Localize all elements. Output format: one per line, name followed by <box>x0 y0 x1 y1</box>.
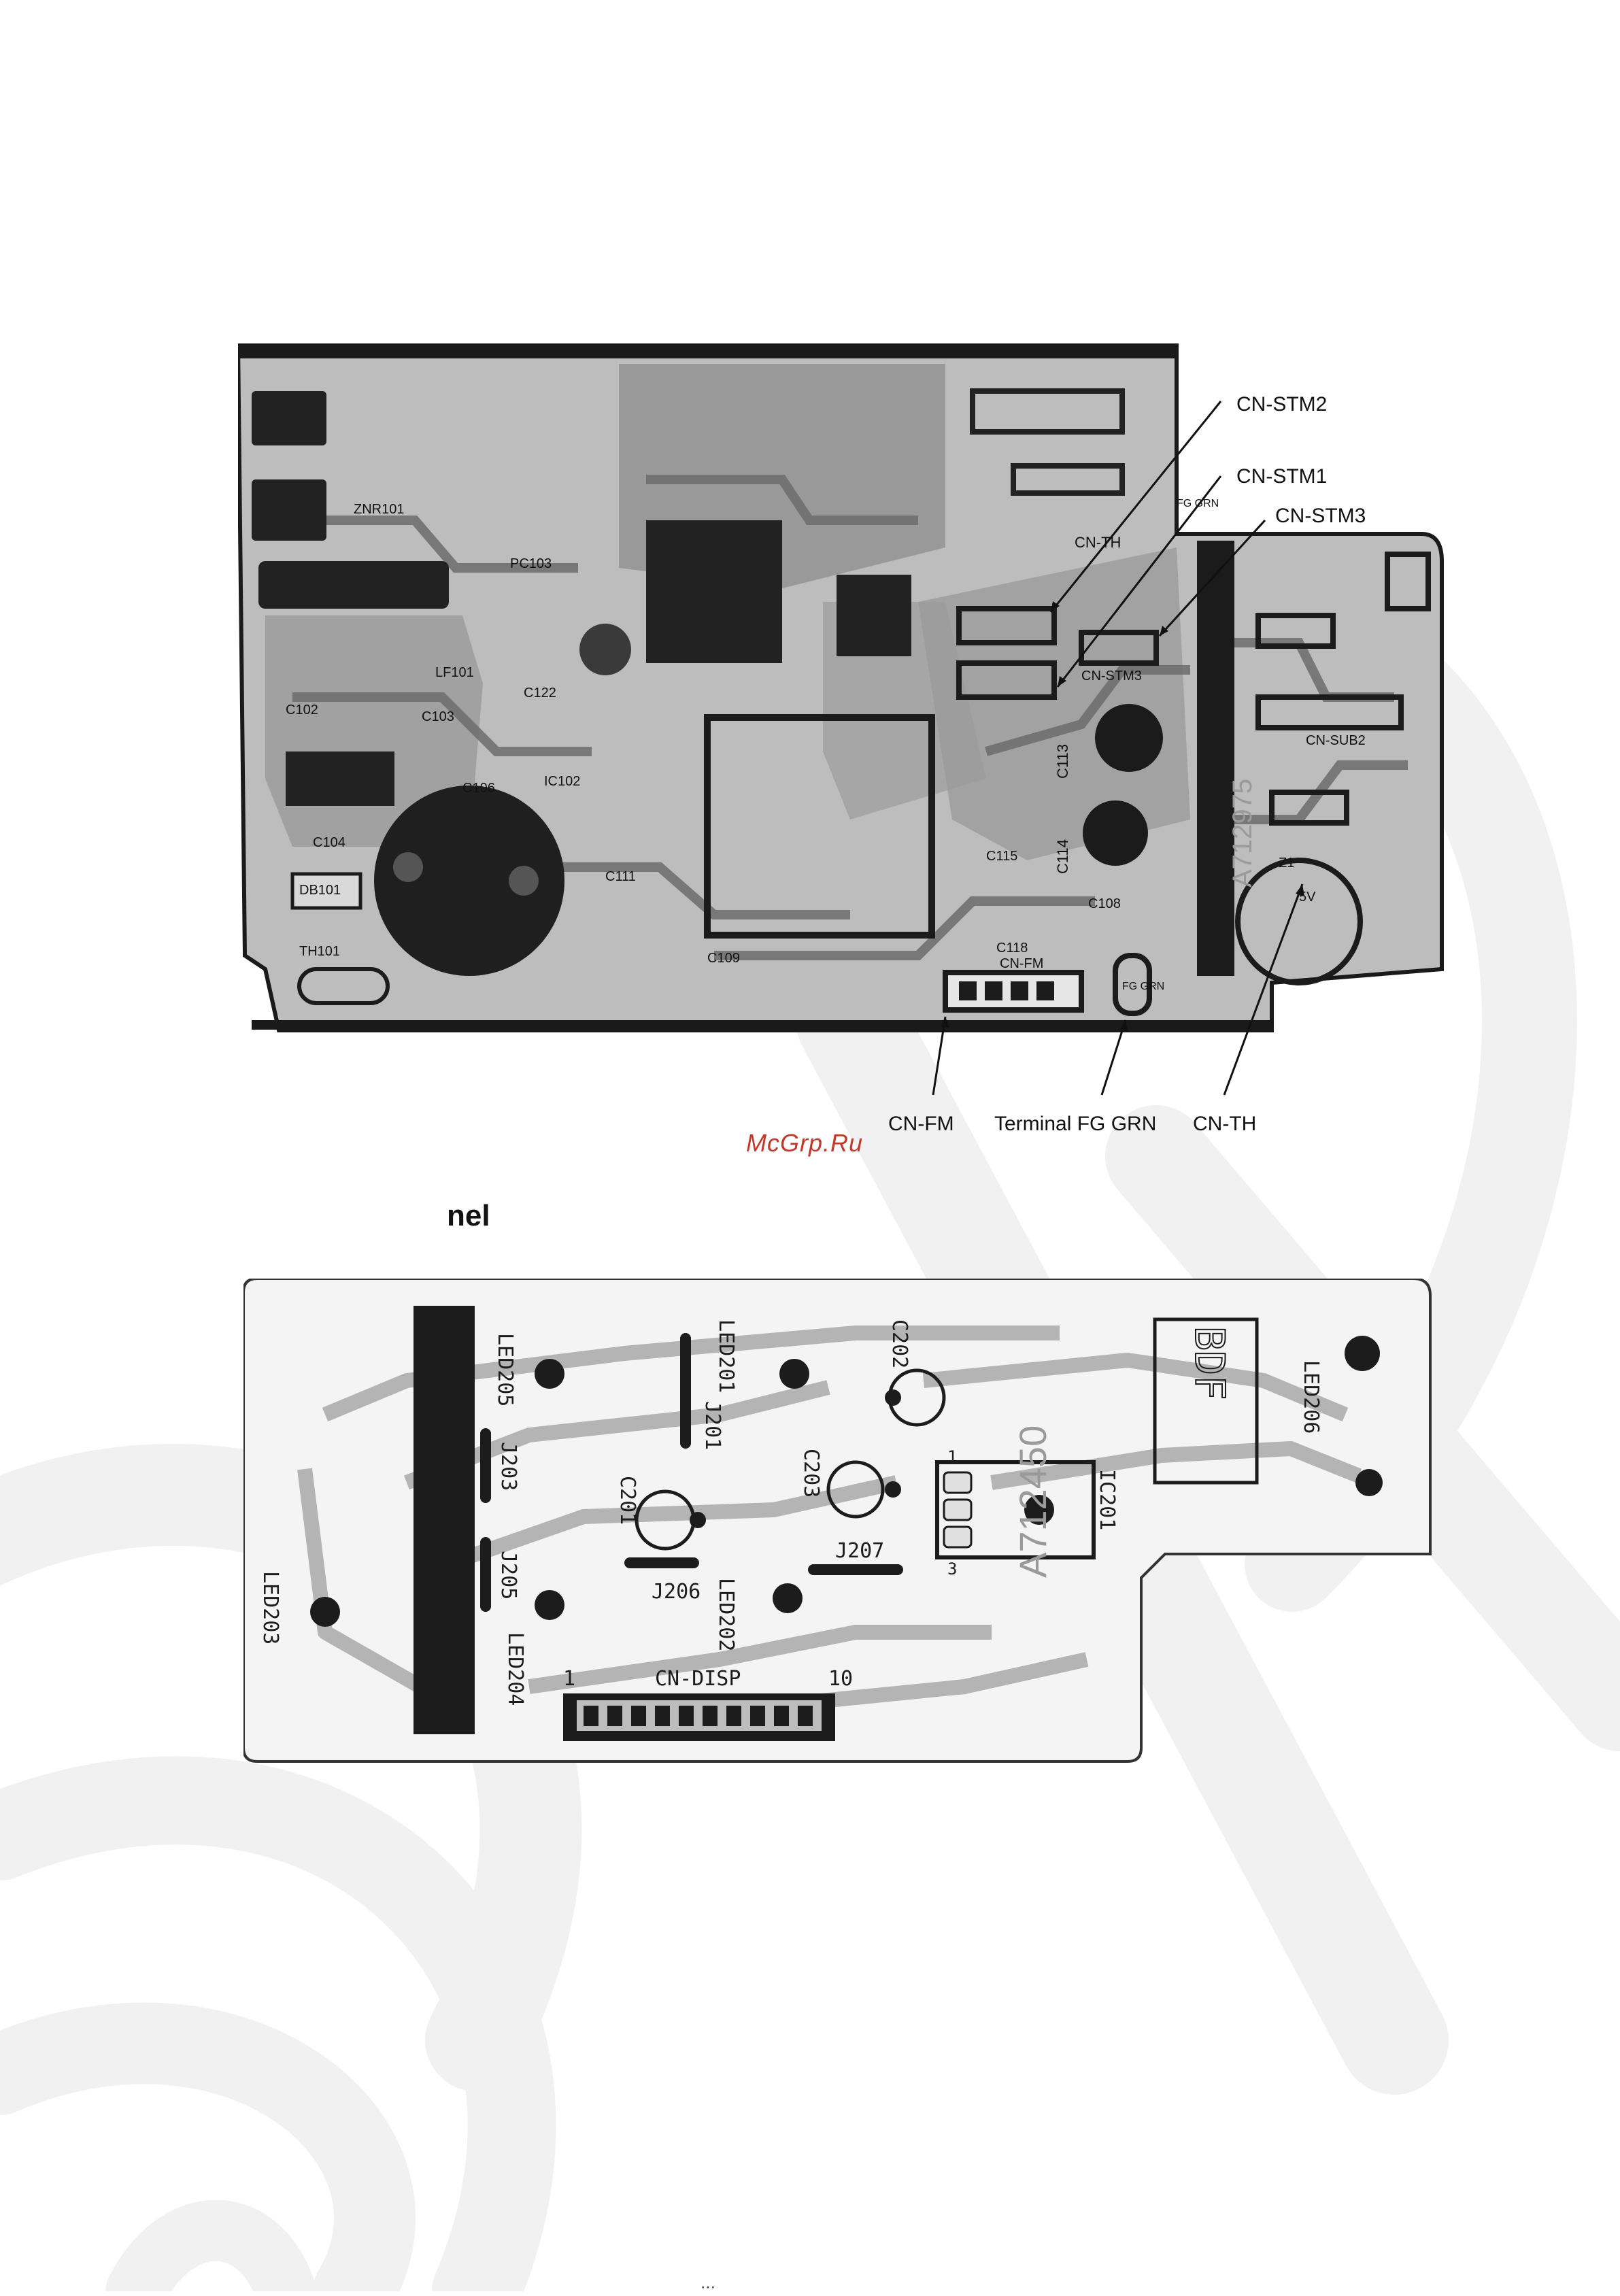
silk-j201: J201 <box>701 1401 724 1450</box>
silk-pin1: 1 <box>563 1667 575 1691</box>
silk-led201: LED201 <box>714 1319 738 1393</box>
silk-led203: LED203 <box>258 1571 282 1644</box>
transformer-outline <box>704 714 935 939</box>
silk-c202: C202 <box>888 1319 911 1368</box>
silk-c203: C203 <box>799 1449 823 1498</box>
silk-c114: C114 <box>1054 839 1071 874</box>
silk-db101: DB101 <box>299 883 341 898</box>
display-part-number: A712450 <box>1011 1425 1054 1578</box>
display-dark-bar <box>414 1306 475 1734</box>
silk-cn-sub2: CN-SUB2 <box>1306 733 1366 748</box>
silk-ic-pin1: 1 <box>947 1447 957 1466</box>
callout-terminal-fg-grn: Terminal FG GRN <box>994 1113 1157 1135</box>
silk-pin10: 10 <box>828 1667 853 1691</box>
watermark-text: McGrp.Ru <box>746 1129 864 1157</box>
silk-cn-stm3: CN-STM3 <box>1081 669 1142 683</box>
silk-cn-disp: CN-DISP <box>655 1667 741 1691</box>
silk-j205: J205 <box>496 1551 520 1600</box>
pcb-bottom-edge <box>252 1020 1272 1030</box>
silk-cn-fm: CN-FM <box>1000 956 1043 971</box>
silk-c106: C106 <box>462 781 495 796</box>
callout-cn-stm3: CN-STM3 <box>1275 505 1366 527</box>
section-heading: nel <box>447 1199 490 1232</box>
pcb-top-edge <box>238 343 1177 358</box>
silk-fg-grn-2: FG GRN <box>1177 498 1219 509</box>
silk-led202: LED202 <box>714 1578 738 1651</box>
silk-j206: J206 <box>652 1580 701 1604</box>
fg-grn-terminal <box>1113 953 1152 1016</box>
callout-cn-th: CN-TH <box>1193 1113 1257 1135</box>
silk-znr101: ZNR101 <box>354 502 404 517</box>
main-pcb-diagram: DB101 TH101 C102 C103 C104 C106 ZNR101 P… <box>238 343 1444 1032</box>
silk-c102: C102 <box>286 703 318 718</box>
silk-c103: C103 <box>422 709 454 724</box>
silk-ic102: IC102 <box>544 774 580 789</box>
silk-c109: C109 <box>707 951 740 966</box>
display-pcb-outline <box>243 1279 1432 1763</box>
silk-c104: C104 <box>313 835 345 850</box>
silk-ic201: IC201 <box>1095 1469 1119 1530</box>
silk-led206: LED206 <box>1299 1360 1323 1434</box>
silk-c113: C113 <box>1054 744 1071 779</box>
silk-led205: LED205 <box>493 1333 517 1406</box>
ic201-outline <box>935 1460 1096 1559</box>
silk-c108: C108 <box>1088 896 1121 911</box>
silk-bdf: BDF <box>1185 1326 1233 1400</box>
silk-c115: C115 <box>986 849 1017 864</box>
footer-mark: ⋯ <box>701 2278 715 2295</box>
silk-j203: J203 <box>496 1442 520 1491</box>
silk-led204: LED204 <box>503 1632 527 1706</box>
silk-c118: C118 <box>996 941 1028 956</box>
main-part-number: A712975 <box>1228 779 1258 888</box>
silk-pc103: PC103 <box>510 556 552 571</box>
main-capacitor <box>374 786 564 976</box>
silk-c111: C111 <box>605 869 636 884</box>
callout-cn-fm: CN-FM <box>888 1113 954 1135</box>
display-pcb-diagram: LED205 LED201 LED203 LED204 LED202 LED20… <box>243 1279 1432 1763</box>
silk-fg-grn: FG GRN <box>1122 981 1164 992</box>
silk-5v: 5V <box>1299 890 1316 905</box>
callout-cn-stm2: CN-STM2 <box>1236 393 1328 416</box>
silk-j207: J207 <box>835 1539 884 1563</box>
silk-c122: C122 <box>524 686 556 700</box>
silk-c201: C201 <box>615 1476 639 1525</box>
callout-cn-stm1: CN-STM1 <box>1236 465 1328 488</box>
silk-ic-pin3: 3 <box>947 1559 957 1578</box>
silk-lf101: LF101 <box>435 665 474 680</box>
silk-cn-th: CN-TH <box>1075 534 1121 551</box>
silk-z1: Z1 <box>1279 856 1294 871</box>
silk-th101: TH101 <box>299 944 340 959</box>
